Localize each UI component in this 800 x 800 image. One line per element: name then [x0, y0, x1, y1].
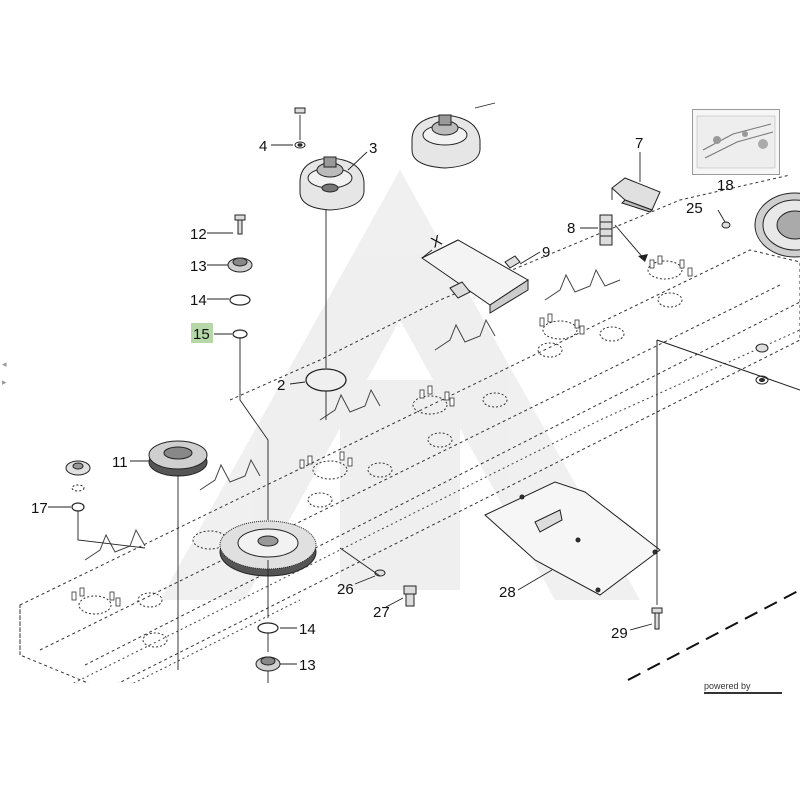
gearbox-housing-3 — [299, 156, 365, 211]
o-ring-14 — [229, 294, 251, 306]
large-drive-gear — [219, 520, 317, 577]
callout-leaders — [48, 102, 726, 665]
washer-4 — [294, 107, 306, 149]
callout-15[interactable]: 15 — [193, 326, 210, 343]
bolt-27 — [403, 585, 417, 607]
cutter-bar-beam — [19, 174, 800, 691]
gear-18 — [754, 192, 800, 258]
callout-29[interactable]: 29 — [611, 625, 628, 642]
callout-11[interactable]: 11 — [112, 454, 128, 471]
skid-plate-28 — [484, 481, 661, 596]
powered-by-label: powered by — [704, 681, 751, 691]
callout-14[interactable]: 14 — [190, 292, 207, 309]
section-cut-line — [627, 589, 800, 681]
viewer-bottom-margin — [0, 683, 800, 800]
overview-thumbnail-drawing — [696, 115, 776, 169]
washer-26 — [374, 569, 386, 577]
callout-9[interactable]: 9 — [542, 244, 550, 261]
bolt-8 — [599, 214, 613, 246]
callout-2[interactable]: 2 — [277, 377, 285, 394]
callout-14-lower[interactable]: 14 — [299, 621, 316, 638]
callout-17[interactable]: 17 — [31, 500, 48, 517]
callout-27[interactable]: 27 — [373, 604, 390, 621]
bracket-7 — [611, 177, 661, 213]
callout-4[interactable]: 4 — [259, 138, 267, 155]
gearbox-housing-upper — [411, 114, 481, 169]
callout-3[interactable]: 3 — [369, 140, 377, 157]
assembly-guide-lines — [77, 188, 658, 690]
bolt-studs — [71, 255, 693, 607]
chevron-left-icon[interactable]: ◂ — [2, 359, 7, 369]
bearing-cap-left — [65, 460, 91, 492]
plate-outline-top — [656, 339, 800, 391]
callout-25[interactable]: 25 — [686, 200, 703, 217]
lower-beam-profile — [59, 329, 800, 691]
callout-26[interactable]: 26 — [337, 581, 354, 598]
o-ring-15 — [232, 329, 248, 339]
beam-hub-mounts — [78, 260, 683, 648]
o-ring-14-lower — [257, 622, 279, 634]
knife-guard-zigzag — [84, 268, 621, 561]
pin-25 — [721, 221, 731, 229]
dimension-x — [421, 239, 459, 259]
bolt-29 — [651, 607, 663, 630]
overview-thumbnail[interactable] — [692, 109, 780, 175]
o-ring-17 — [71, 502, 85, 512]
callout-28[interactable]: 28 — [499, 584, 516, 601]
callout-13[interactable]: 13 — [190, 258, 207, 275]
callout-12[interactable]: 12 — [190, 226, 207, 243]
arrow-head-8 — [638, 254, 648, 262]
callout-7[interactable]: 7 — [635, 135, 643, 152]
bolt-12 — [234, 214, 246, 235]
chevron-right-icon[interactable]: ▸ — [2, 377, 7, 387]
bearing-cup-13-lower — [255, 656, 281, 672]
powered-by-logo[interactable] — [704, 692, 782, 704]
callout-13-lower[interactable]: 13 — [299, 657, 316, 674]
bearing-cup-13 — [227, 257, 253, 273]
callout-8[interactable]: 8 — [567, 220, 575, 237]
callout-18[interactable]: 18 — [717, 177, 734, 194]
viewer-top-margin — [0, 0, 800, 100]
callout-15-highlight — [191, 323, 213, 343]
gear-11 — [148, 440, 208, 477]
